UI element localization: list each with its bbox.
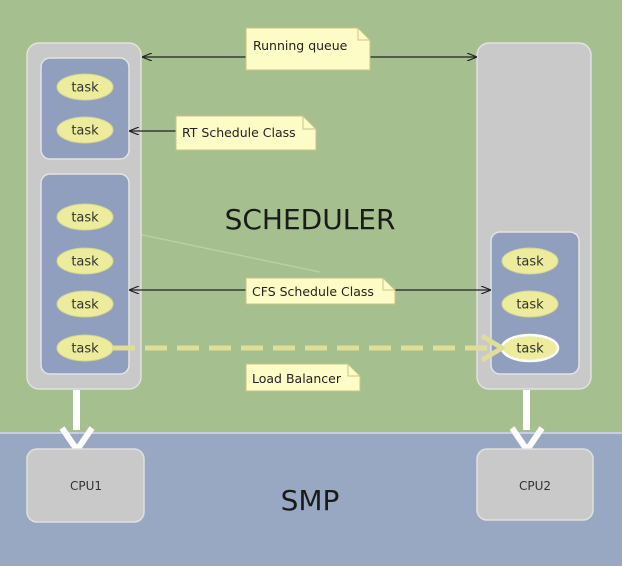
- smp-label: SMP: [281, 484, 340, 517]
- task-label: task: [71, 342, 99, 357]
- cpu2-box: CPU2: [476, 448, 594, 521]
- note-label: Running queue: [253, 38, 348, 53]
- task-label: task: [71, 298, 99, 313]
- task-label: task: [71, 124, 99, 139]
- task-label: task: [71, 211, 99, 226]
- cpu2-label: CPU2: [519, 479, 551, 493]
- cpu1-box: CPU1: [26, 448, 145, 523]
- task-cfs-2: task: [56, 247, 114, 275]
- cpu2-task-2: task: [501, 290, 559, 318]
- faint-connector: [127, 231, 321, 273]
- task-rt-1: task: [56, 73, 114, 101]
- note-running-queue: Running queue: [245, 27, 371, 71]
- task-cfs-1: task: [56, 203, 114, 231]
- note-rt-class: RT Schedule Class: [175, 115, 317, 151]
- task-cfs-4: task: [56, 334, 114, 362]
- note-load-balancer: Load Balancer: [245, 363, 361, 392]
- note-label: RT Schedule Class: [182, 125, 296, 140]
- task-label: task: [516, 342, 544, 357]
- cpu1-rt-class-box: [40, 57, 130, 160]
- cpu1-label: CPU1: [70, 479, 102, 493]
- note-label: CFS Schedule Class: [252, 284, 374, 299]
- task-cfs-3: task: [56, 290, 114, 318]
- task-label: task: [71, 81, 99, 96]
- note-cfs-class: CFS Schedule Class: [245, 277, 396, 305]
- task-label: task: [516, 255, 544, 270]
- note-label: Load Balancer: [252, 371, 342, 386]
- load-balancer-arrowhead: [480, 333, 505, 363]
- scheduler-label: SCHEDULER: [225, 203, 396, 236]
- task-label: task: [71, 255, 99, 270]
- task-label: task: [516, 298, 544, 313]
- cpu2-task-3-migrated: task: [500, 333, 560, 363]
- task-rt-2: task: [56, 116, 114, 144]
- cpu2-task-1: task: [501, 247, 559, 275]
